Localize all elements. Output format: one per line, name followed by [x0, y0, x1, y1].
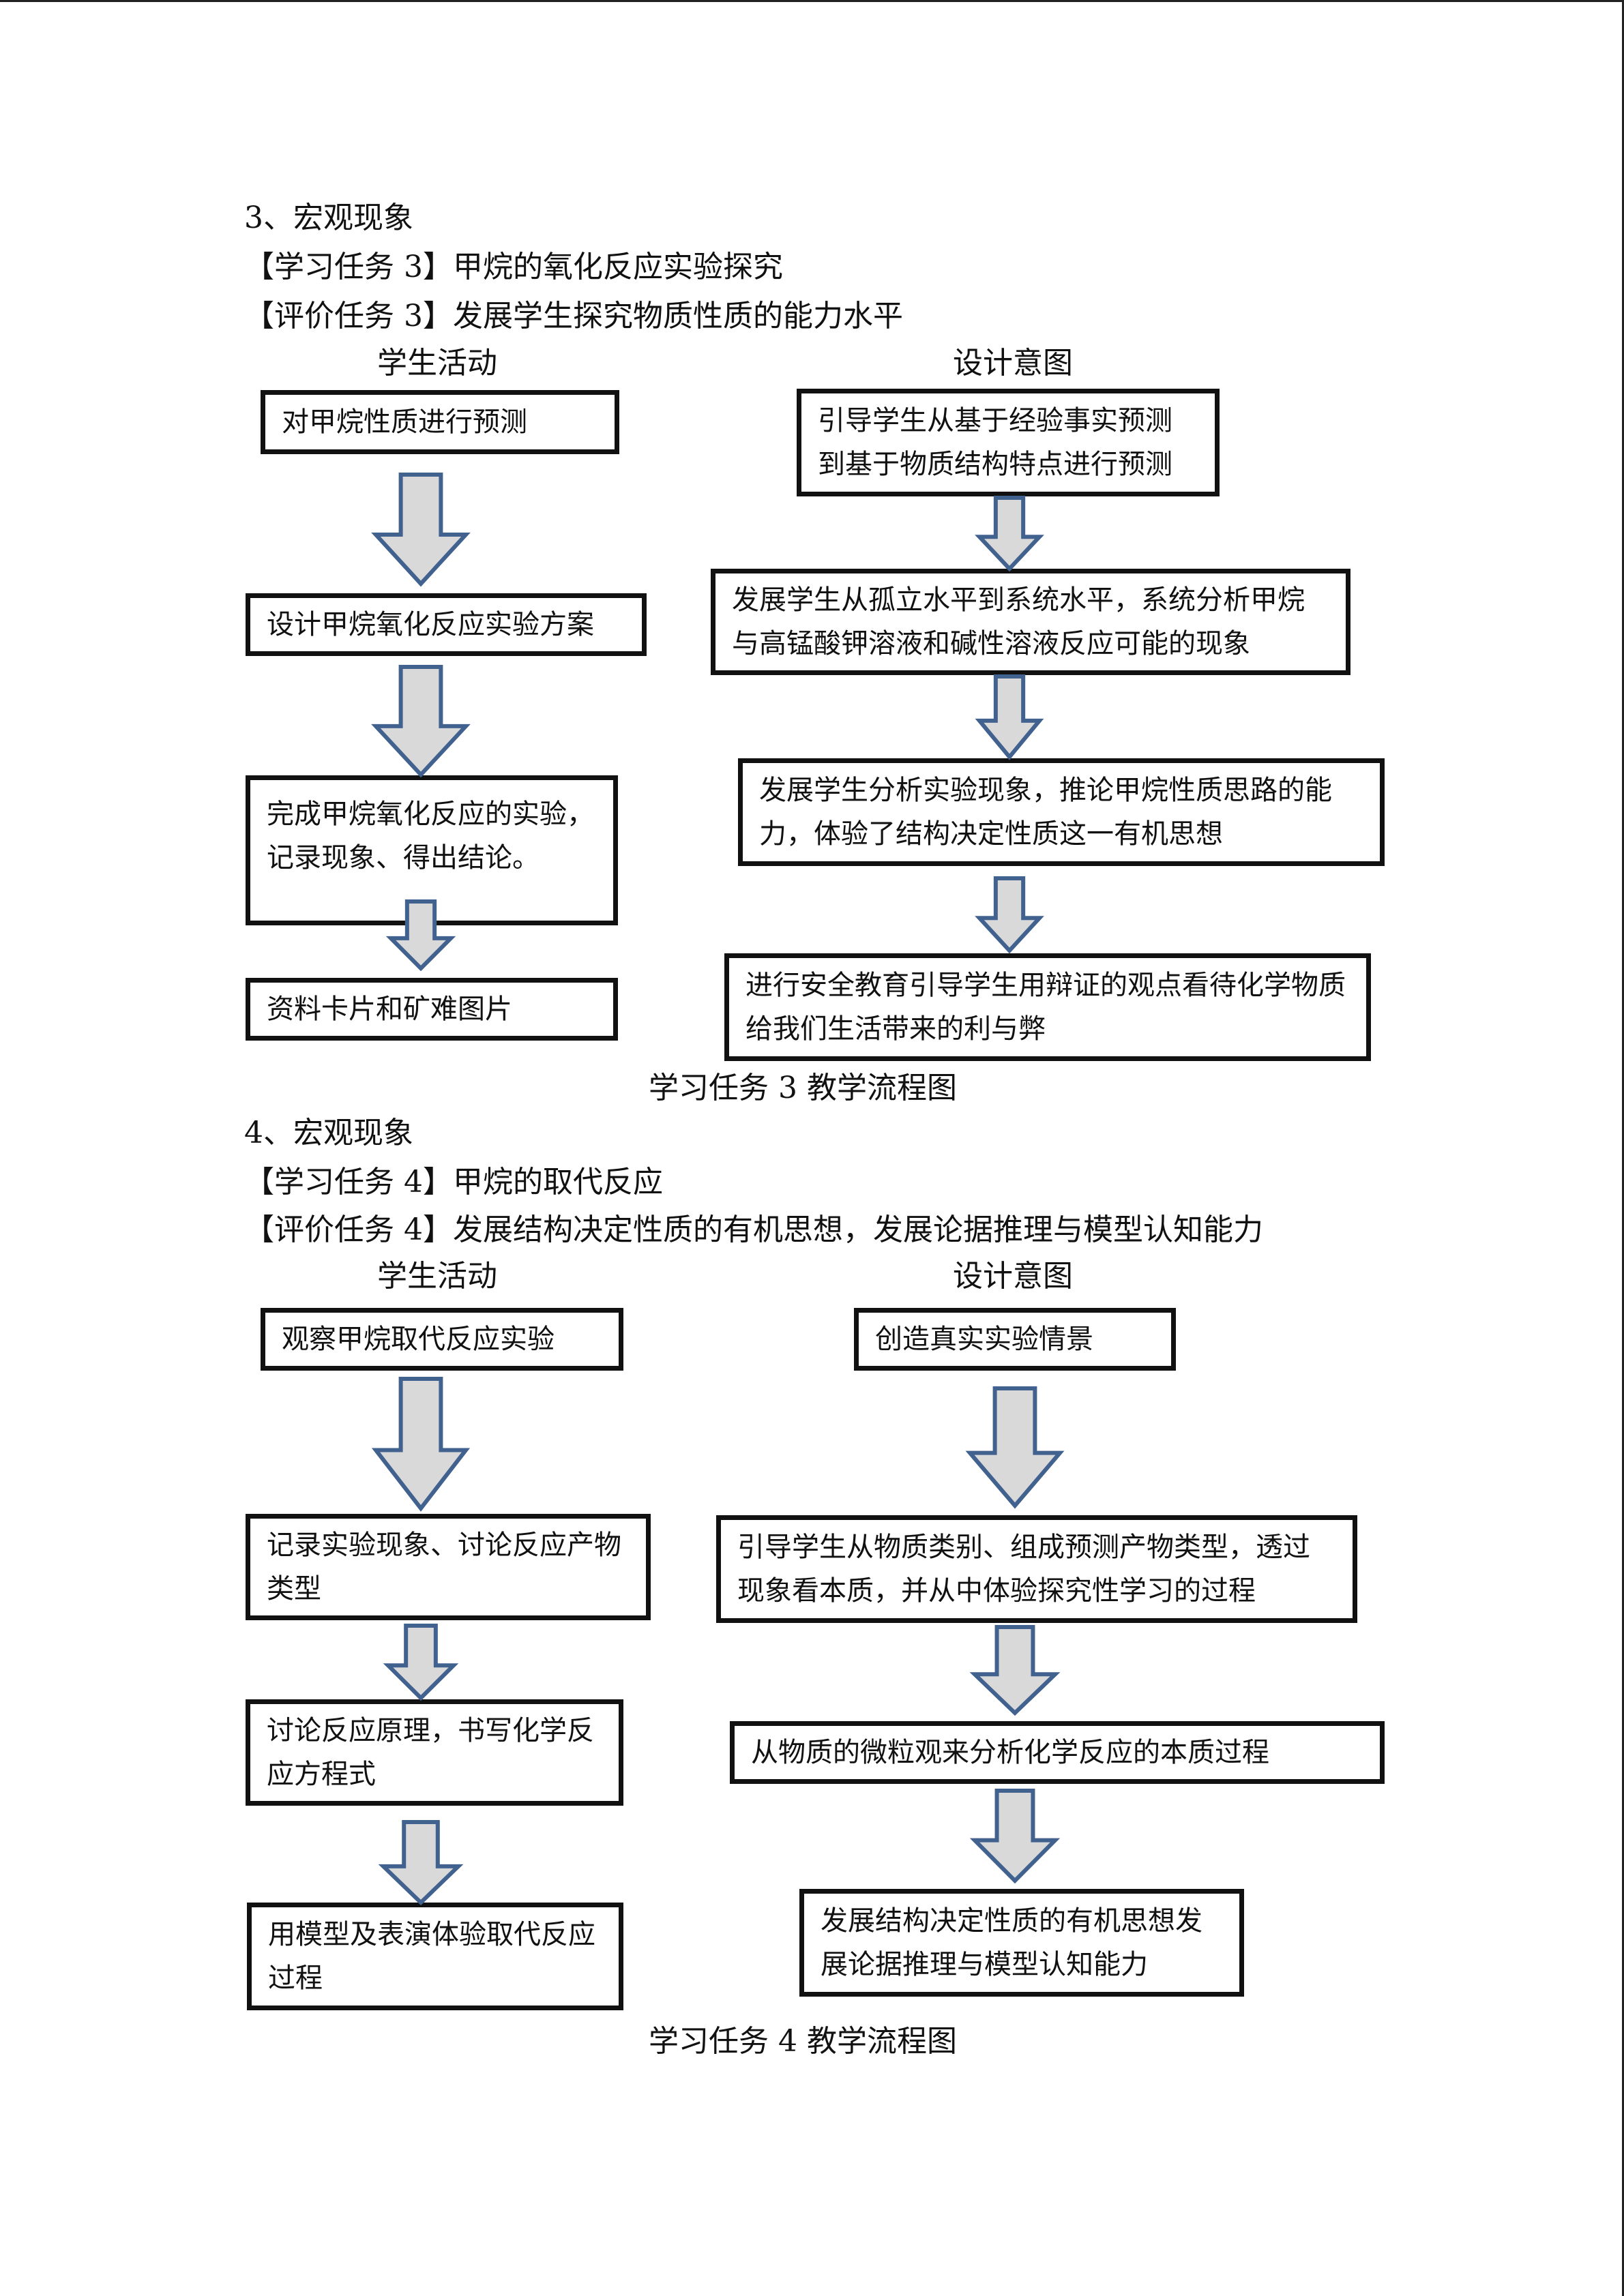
s3-left-arrow-1-down-arrow-icon [371, 473, 471, 587]
s4-left-arrow-2-down-arrow-icon [383, 1624, 459, 1701]
s4-right-arrow-2-down-arrow-icon [969, 1625, 1061, 1716]
section3-col-right-header: 设计意图 [953, 346, 1073, 381]
s4-right-arrow-1-down-arrow-icon [965, 1386, 1065, 1509]
s4-right-arrow-3-down-arrow-icon [969, 1789, 1061, 1884]
s4-left-step-4: 用模型及表演体验取代反应过程 [247, 1903, 623, 2010]
page-right-border [1622, 0, 1624, 2296]
section4-eval: 【评价任务 4】发展结构决定性质的有机思想，发展论据推理与模型认知能力 [244, 1212, 1263, 1247]
section4-task: 【学习任务 4】甲烷的取代反应 [244, 1165, 663, 1199]
s4-right-step-1: 创造真实实验情景 [854, 1308, 1176, 1371]
s3-left-step-1: 对甲烷性质进行预测 [261, 390, 619, 454]
section4-col-right-header: 设计意图 [953, 1259, 1073, 1294]
section4-caption: 学习任务 4 教学流程图 [649, 2024, 957, 2059]
s3-right-step-3: 发展学生分析实验现象，推论甲烷性质思路的能力，体验了结构决定性质这一有机思想 [738, 758, 1385, 866]
page-top-border [0, 0, 1624, 2]
s4-right-step-4: 发展结构决定性质的有机思想发展论据推理与模型认知能力 [799, 1889, 1244, 1997]
section3-caption: 学习任务 3 教学流程图 [649, 1071, 957, 1105]
section3-col-left-header: 学生活动 [377, 346, 497, 381]
s4-right-step-2: 引导学生从物质类别、组成预测产物类型，透过现象看本质，并从中体验探究性学习的过程 [716, 1515, 1357, 1623]
s3-left-arrow-2-down-arrow-icon [371, 665, 471, 778]
s4-left-arrow-3-down-arrow-icon [378, 1820, 464, 1906]
s3-left-step-2: 设计甲烷氧化反应实验方案 [246, 593, 647, 656]
s3-right-step-4: 进行安全教育引导学生用辩证的观点看待化学物质给我们生活带来的利与弊 [724, 953, 1371, 1061]
section4-col-left-header: 学生活动 [377, 1259, 497, 1294]
s4-left-step-1: 观察甲烷取代反应实验 [261, 1308, 623, 1371]
s3-right-arrow-1-down-arrow-icon [975, 496, 1044, 572]
s4-left-arrow-1-down-arrow-icon [371, 1377, 471, 1512]
s3-right-step-1: 引导学生从基于经验事实预测到基于物质结构特点进行预测 [797, 389, 1220, 496]
section3-eval: 【评价任务 3】发展学生探究物质性质的能力水平 [244, 299, 903, 333]
section3-task: 【学习任务 3】甲烷的氧化反应实验探究 [244, 250, 783, 284]
section3-heading: 3、宏观现象 [244, 200, 413, 235]
s3-right-arrow-2-down-arrow-icon [975, 674, 1044, 760]
s4-right-step-3: 从物质的微粒观来分析化学反应的本质过程 [730, 1721, 1385, 1784]
s3-right-step-2: 发展学生从孤立水平到系统水平，系统分析甲烷与高锰酸钾溶液和碱性溶液反应可能的现象 [711, 569, 1350, 675]
s3-right-arrow-3-down-arrow-icon [975, 876, 1044, 954]
s4-left-step-2: 记录实验现象、讨论反应产物类型 [246, 1514, 651, 1620]
s4-left-step-3: 讨论反应原理，书写化学反应方程式 [246, 1699, 623, 1806]
s3-left-arrow-3-down-arrow-icon [385, 899, 456, 972]
s3-left-step-4: 资料卡片和矿难图片 [246, 978, 618, 1041]
section4-heading: 4、宏观现象 [244, 1116, 413, 1150]
